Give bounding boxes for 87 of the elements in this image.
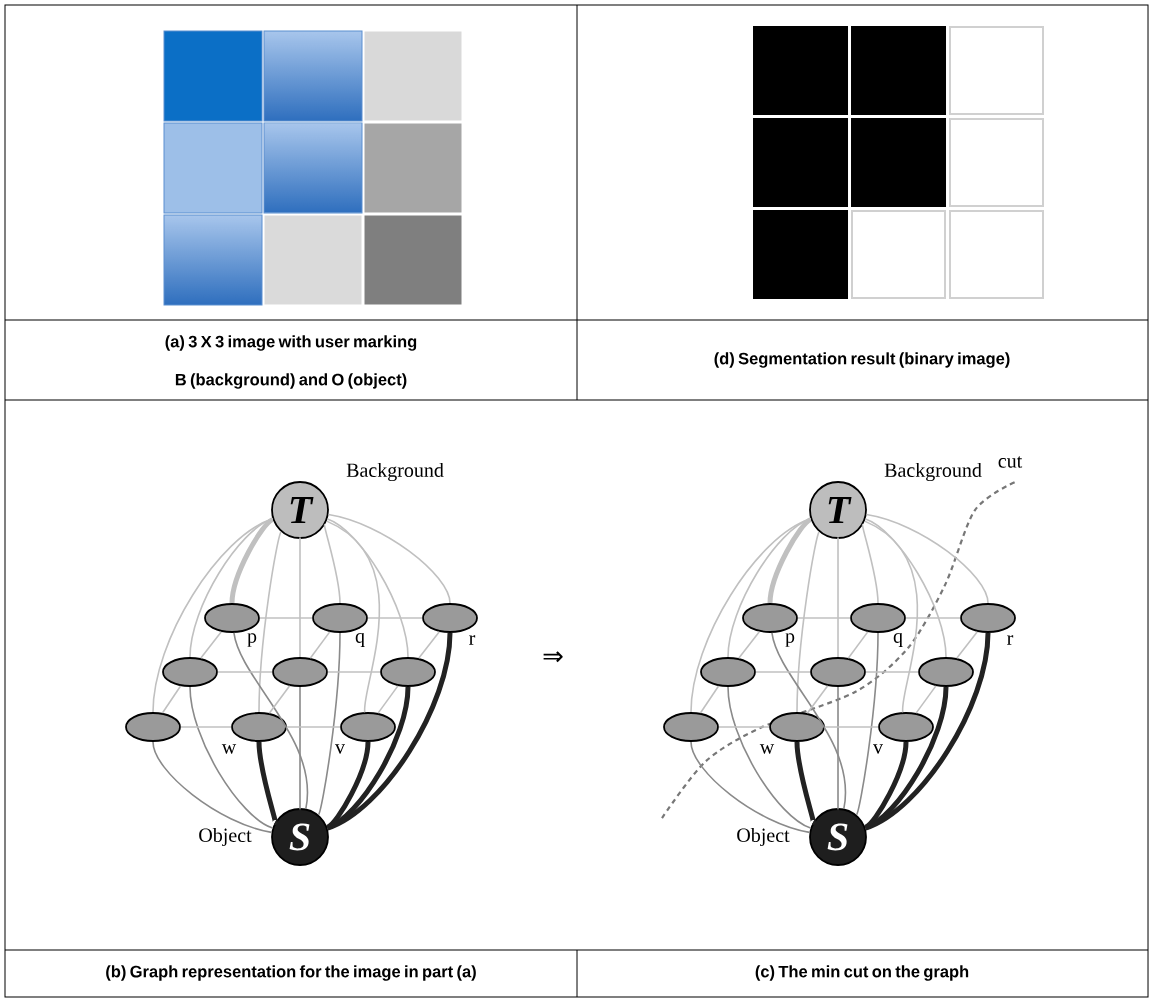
- graph-edge: [152, 741, 273, 834]
- graph-edge: [797, 617, 851, 619]
- node-label: r: [1007, 635, 1014, 645]
- node-label: Background: [346, 462, 444, 482]
- graph-edge: [824, 726, 879, 728]
- graph-edge: [863, 741, 909, 830]
- implies-symbol: ⇒: [543, 651, 563, 663]
- graph-edge: [180, 726, 232, 728]
- graph-edge: [767, 517, 813, 604]
- graph-edge: [837, 686, 839, 810]
- pixel-node: [380, 657, 436, 687]
- graph-edge: [199, 630, 223, 660]
- graph-edge: [259, 617, 313, 619]
- graph-edge: [915, 685, 937, 714]
- node-label: Object: [737, 827, 790, 847]
- graph-edge: [718, 726, 770, 728]
- graph-edge: [737, 630, 761, 660]
- graph-edge: [152, 518, 274, 713]
- pixel-node: [663, 712, 719, 742]
- caption-text: (c) The min cut on the graph: [755, 965, 969, 981]
- node-label: p: [247, 633, 257, 647]
- node-label: Object: [199, 827, 252, 847]
- graph-edge: [794, 741, 816, 823]
- graph-edge: [217, 671, 273, 673]
- graph-edge: [690, 741, 811, 834]
- graph-edge: [299, 537, 301, 658]
- graph-edge: [256, 741, 278, 823]
- graph-edge: [796, 531, 820, 713]
- graph-edge: [417, 630, 441, 660]
- graph-edge: [268, 685, 291, 714]
- graph-edge: [326, 518, 409, 658]
- node-label: v: [873, 744, 883, 754]
- pixel-node: [810, 657, 866, 687]
- node-label: r: [469, 635, 476, 645]
- pixel-node: [272, 657, 328, 687]
- graph-edge: [771, 632, 847, 810]
- graph-edge: [727, 518, 812, 658]
- graph-edge: [327, 671, 381, 673]
- graph-edge: [229, 517, 275, 604]
- graph-edge: [864, 518, 947, 658]
- graph-edge: [864, 686, 949, 831]
- graph-edge: [258, 531, 282, 713]
- graph-edge: [326, 686, 411, 831]
- caption-text: (a) 3 X 3 image with user marking B (background) and O (object): [165, 335, 417, 389]
- pixel-node: [918, 657, 974, 687]
- node-label: Background: [884, 462, 982, 482]
- graph-edge: [837, 537, 839, 658]
- graph-edge: [325, 520, 381, 713]
- node-label: q: [893, 633, 903, 647]
- graph-edge: [367, 617, 423, 619]
- graph-edge: [327, 513, 451, 604]
- graph-edge: [855, 632, 879, 816]
- graph-edge: [955, 630, 979, 660]
- graph-edge: [325, 741, 371, 830]
- graph-edge: [865, 671, 919, 673]
- cut-label: cut: [998, 456, 1023, 468]
- graph-edge: [699, 685, 720, 714]
- graph-edge: [690, 518, 812, 713]
- node-label: v: [335, 744, 345, 754]
- node-label: p: [785, 633, 795, 647]
- node-label: w: [221, 744, 237, 754]
- caption-text: (d) Segmentation result (binary image): [714, 352, 1010, 368]
- graph-edge: [864, 632, 991, 831]
- graph-edge: [326, 632, 453, 831]
- graph-edge: [755, 671, 811, 673]
- graph-edge: [377, 685, 399, 714]
- graph-edge: [323, 523, 341, 604]
- graph-edge: [233, 632, 309, 810]
- graph-edge: [286, 726, 341, 728]
- graph-edge: [161, 685, 182, 714]
- graph-edge: [806, 685, 829, 714]
- pixel-node: [125, 712, 181, 742]
- node-label: q: [355, 633, 365, 647]
- graph-edge: [863, 520, 919, 713]
- graph-edge: [861, 523, 879, 604]
- graph-edge: [299, 686, 301, 810]
- graph-edge: [905, 617, 961, 619]
- graph-edge: [847, 631, 869, 659]
- graph-edge: [865, 513, 989, 604]
- graph-edge: [317, 632, 341, 816]
- node-label: w: [759, 744, 775, 754]
- caption-text: (b) Graph representation for the image in part (a): [106, 965, 476, 981]
- pixel-node: [162, 657, 218, 687]
- pixel-node: [700, 657, 756, 687]
- graph-edge: [727, 686, 812, 829]
- graph-edge: [309, 631, 331, 659]
- graph-edge: [189, 686, 274, 829]
